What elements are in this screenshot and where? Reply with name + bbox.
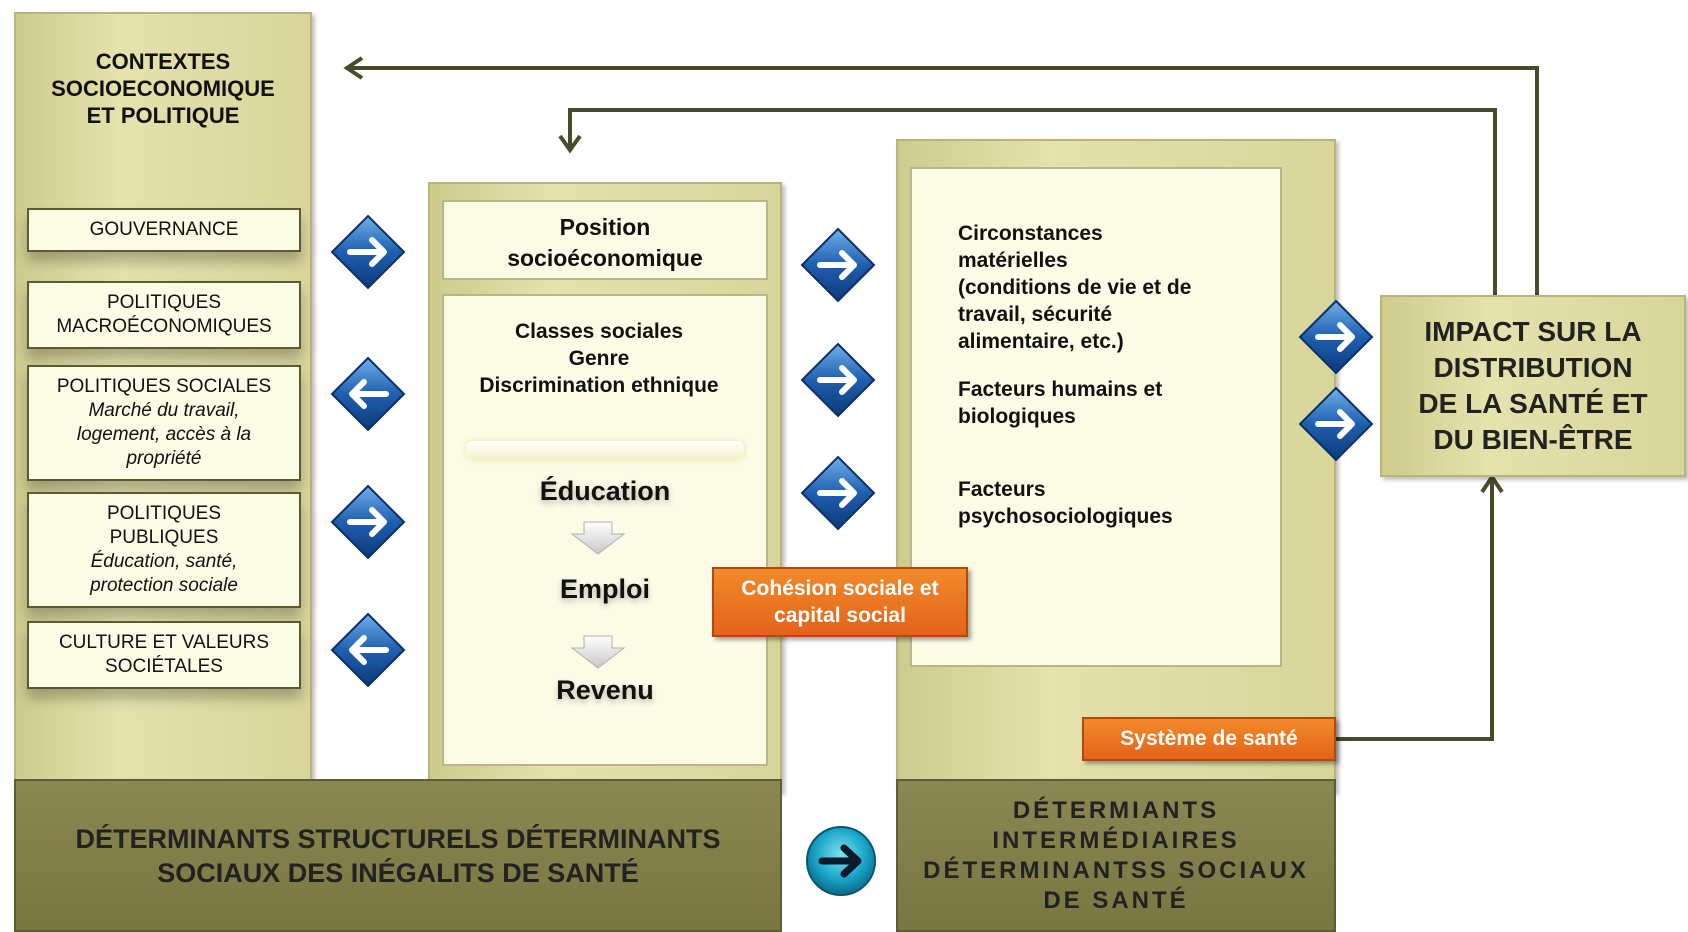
social-class-list: Classes sociales Genre Discrimination et… bbox=[479, 320, 719, 397]
arrow-right-icon bbox=[800, 342, 876, 418]
arrow-left-icon bbox=[330, 612, 406, 688]
arrow-right-icon bbox=[330, 214, 406, 290]
position-header: Position socioéconomique bbox=[442, 200, 768, 280]
arrowhead-up-impact bbox=[1480, 473, 1504, 494]
social-cohesion-label: Cohésion sociale et capital social bbox=[741, 577, 939, 627]
intermediate-items-box bbox=[910, 167, 1282, 667]
chain-employment: Emploi bbox=[559, 574, 650, 604]
arrow-down-icon bbox=[570, 635, 626, 669]
arrow-right-icon bbox=[1298, 299, 1374, 375]
left-column-title: CONTEXTES SOCIOECONOMIQUE ET POLITIQUE bbox=[51, 49, 275, 128]
divider-bar bbox=[466, 441, 744, 459]
structural-determinants-bar: DÉTERMINANTS STRUCTURELS DÉTERMINANTS SO… bbox=[14, 779, 782, 932]
social-cohesion-box: Cohésion sociale et capital social bbox=[712, 567, 968, 637]
arrow-right-icon bbox=[330, 484, 406, 560]
arrow-right-icon bbox=[1298, 386, 1374, 462]
intermediate-determinants-label: DÉTERMIANTS INTERMÉDIAIRES DÉTERMINANTSS… bbox=[923, 796, 1309, 914]
social-policy-box: POLITIQUES SOCIALES Marché du travail, l… bbox=[27, 365, 301, 481]
impact-label: IMPACT SUR LA DISTRIBUTION DE LA SANTÉ E… bbox=[1418, 316, 1648, 455]
material-circumstances: Circonstances matérielles (conditions de… bbox=[958, 222, 1192, 353]
chain-income: Revenu bbox=[556, 675, 654, 705]
arrow-down-icon bbox=[570, 521, 626, 555]
public-policy-detail: Éducation, santé, protection sociale bbox=[90, 551, 238, 596]
culture-values-title: CULTURE ET VALEURS SOCIÉTALES bbox=[58, 632, 270, 677]
psychosocial-factors: Facteurs psychosociologiques bbox=[958, 478, 1173, 528]
feedback-line-middle bbox=[568, 108, 1497, 295]
feedback-line-top bbox=[350, 66, 1539, 295]
arrow-right-icon bbox=[800, 455, 876, 531]
health-to-impact-line bbox=[1335, 480, 1494, 741]
intermediate-determinants-bar: DÉTERMIANTS INTERMÉDIAIRES DÉTERMINANTSS… bbox=[896, 779, 1336, 932]
arrowhead-down-middle bbox=[558, 134, 582, 154]
health-system-box: Système de santé bbox=[1082, 717, 1336, 761]
human-biological-factors: Facteurs humains et biologiques bbox=[958, 378, 1163, 428]
arrowhead-left-top bbox=[343, 56, 364, 80]
macroeconomic-title: POLITIQUES MACROÉCONOMIQUES bbox=[56, 292, 272, 337]
structural-determinants-label: DÉTERMINANTS STRUCTURELS DÉTERMINANTS SO… bbox=[75, 823, 721, 888]
arrow-left-icon bbox=[330, 356, 406, 432]
governance-title: GOUVERNANCE bbox=[89, 219, 239, 240]
arrow-right-icon bbox=[800, 227, 876, 303]
macroeconomic-policy-box: POLITIQUES MACROÉCONOMIQUES bbox=[27, 281, 301, 349]
social-policy-title: POLITIQUES SOCIALES bbox=[56, 376, 272, 397]
culture-values-box: CULTURE ET VALEURS SOCIÉTALES bbox=[27, 621, 301, 689]
public-policy-title: POLITIQUES PUBLIQUES bbox=[106, 503, 222, 548]
health-system-label: Système de santé bbox=[1120, 727, 1298, 750]
governance-box: GOUVERNANCE bbox=[27, 208, 301, 252]
public-policy-box: POLITIQUES PUBLIQUES Éducation, santé, p… bbox=[27, 492, 301, 608]
impact-box: IMPACT SUR LA DISTRIBUTION DE LA SANTÉ E… bbox=[1380, 295, 1686, 477]
social-policy-detail: Marché du travail, logement, accès à la … bbox=[76, 400, 252, 469]
circle-arrow-icon bbox=[806, 826, 876, 896]
chain-education: Éducation bbox=[539, 476, 671, 506]
